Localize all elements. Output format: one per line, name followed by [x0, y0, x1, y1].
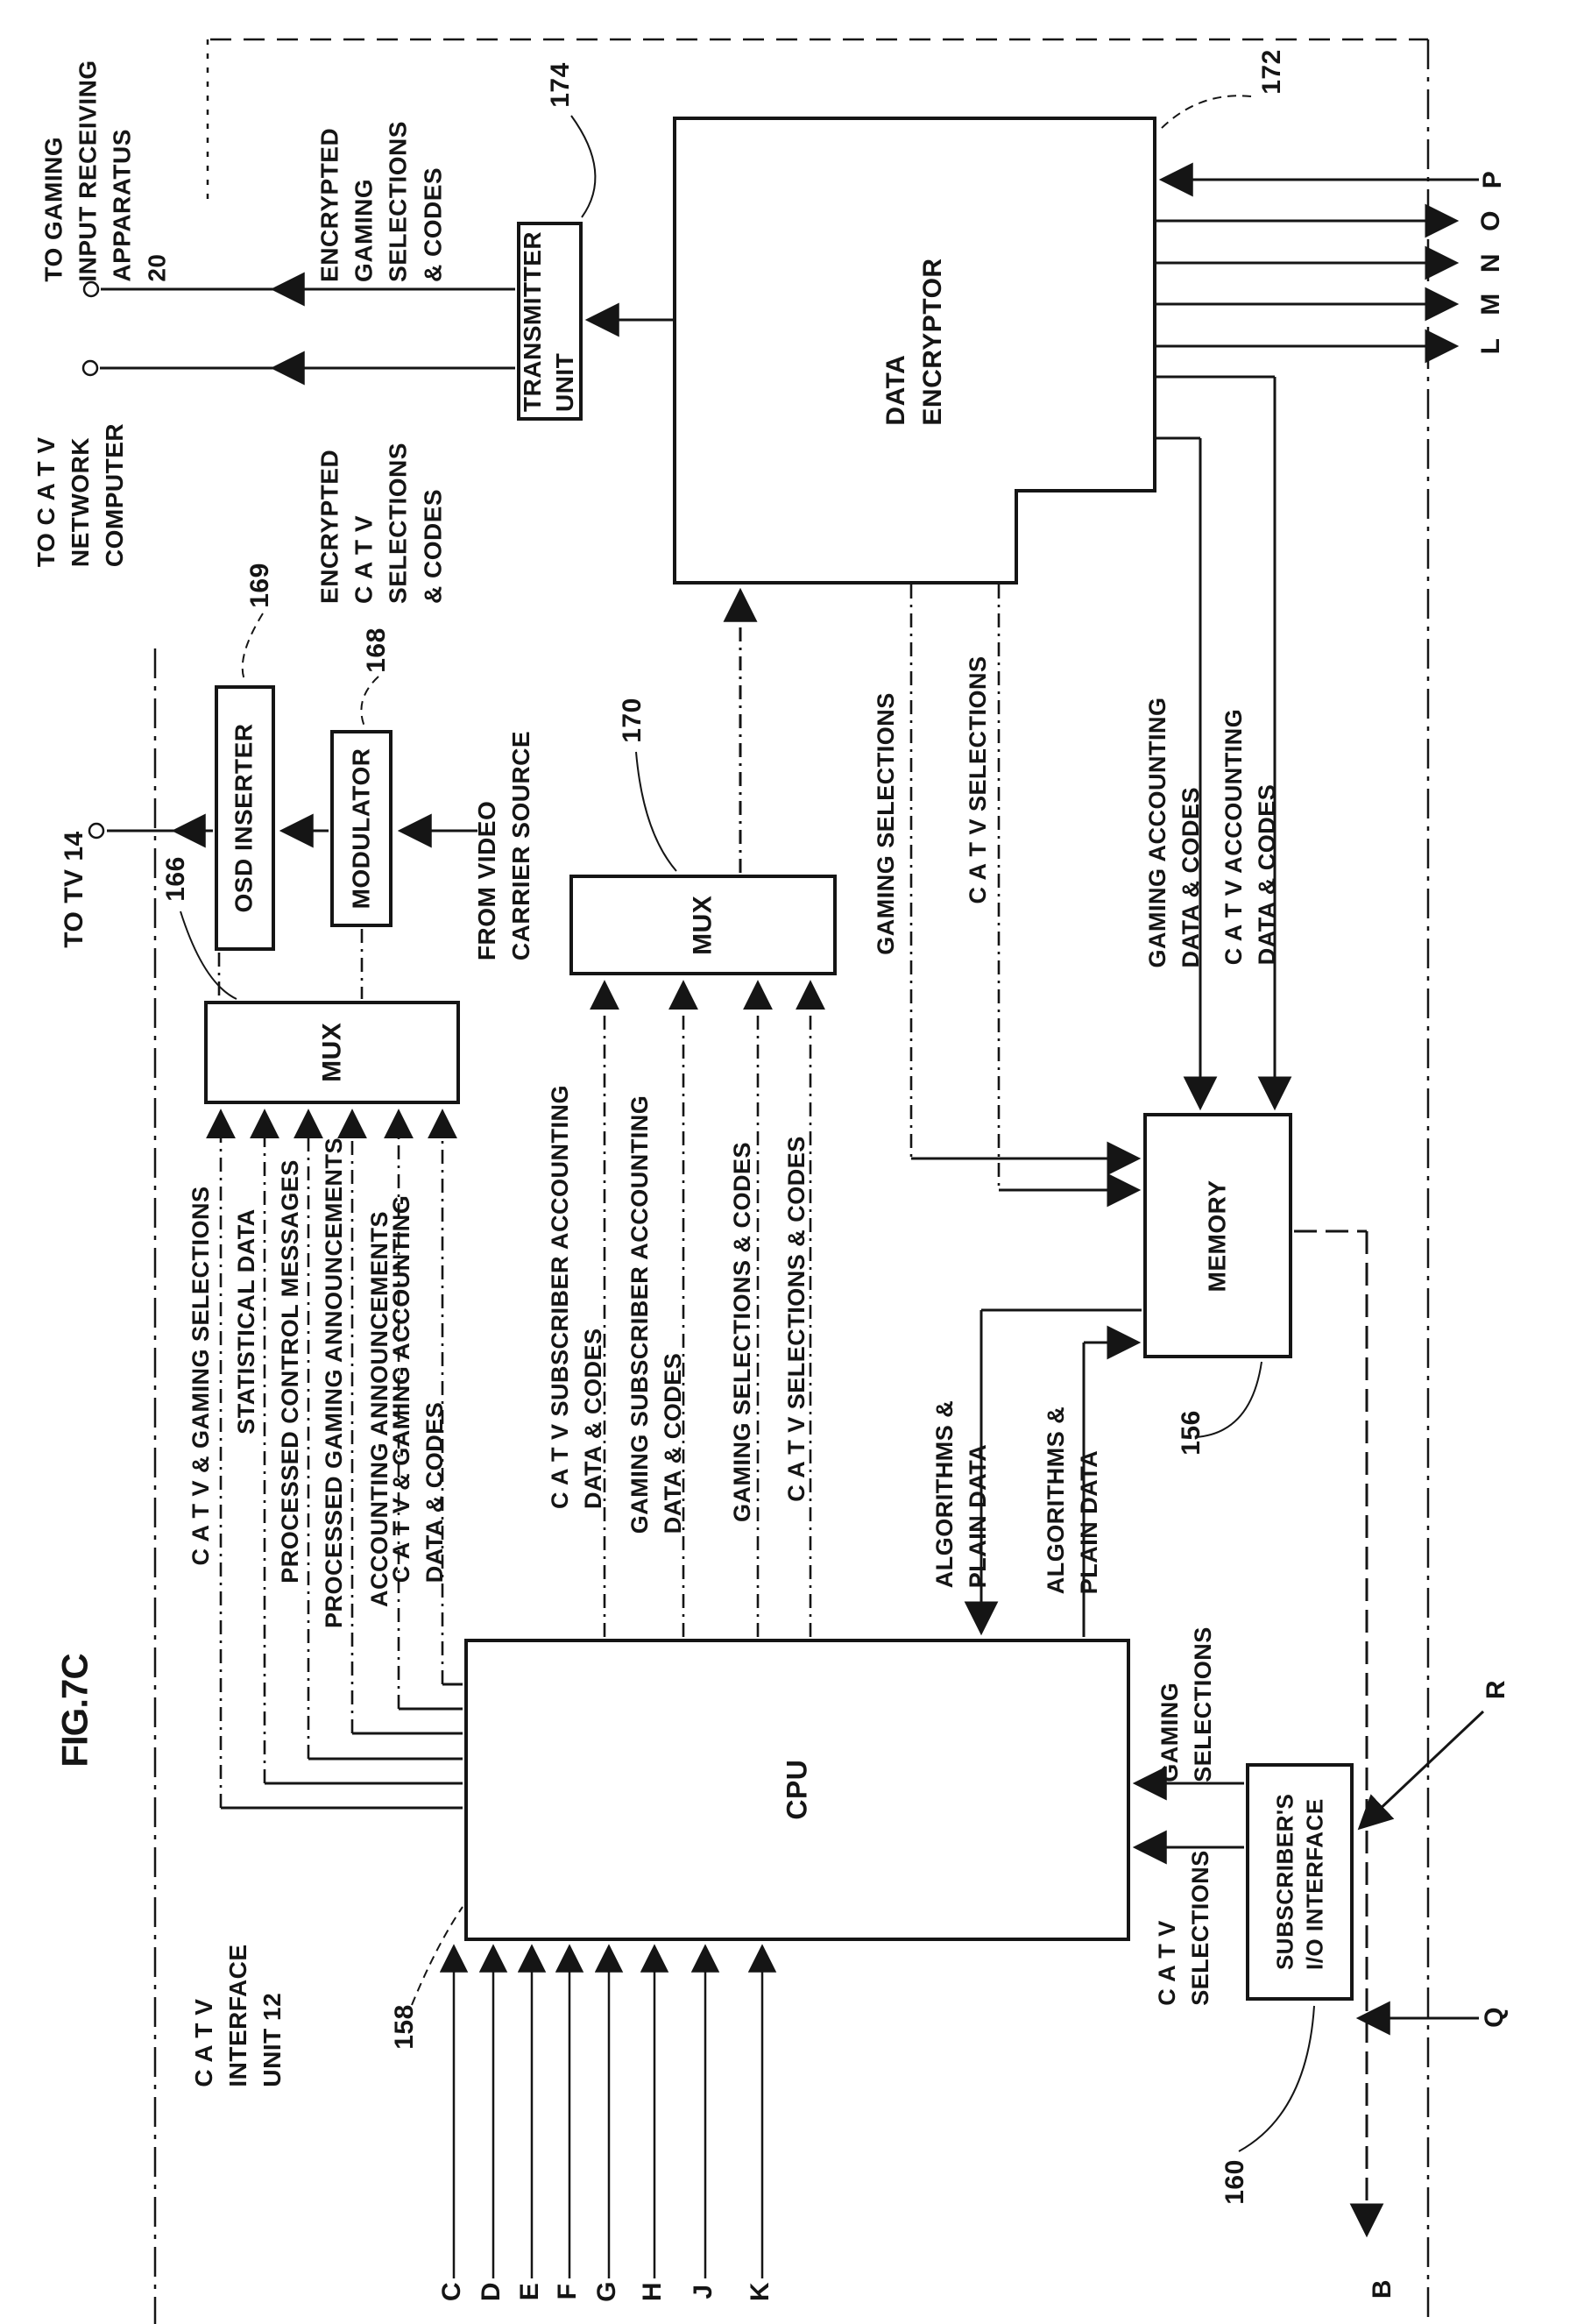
wire-processed-control: PROCESSED CONTROL MESSAGES: [277, 1159, 304, 1584]
osd-inserter-label: OSD INSERTER: [230, 723, 258, 913]
transmitter-unit-block: TRANSMITTER UNIT: [517, 222, 583, 421]
terminal-M: M: [1476, 293, 1505, 315]
ref-169: 169: [245, 563, 274, 608]
mux-encryptor-label: MUX: [688, 895, 718, 955]
ref-170: 170: [618, 698, 647, 743]
cpu-input-lines: [439, 1944, 777, 2278]
leader-lines: [180, 95, 1315, 2152]
wire-algorithms-1: ALGORITHMS & PLAIN DATA: [931, 1399, 991, 1589]
ref-166: 166: [161, 856, 190, 902]
ref-174: 174: [546, 62, 575, 108]
wire-catv-subscriber-acct: C A T V SUBSCRIBER ACCOUNTING DATA & COD…: [547, 1084, 606, 1510]
terminal-D: D: [477, 2281, 506, 2302]
terminal-L: L: [1476, 337, 1505, 355]
ref-172: 172: [1257, 49, 1286, 95]
mux-osd-block: MUX: [204, 1001, 460, 1104]
transmitter-unit-label: TRANSMITTER UNIT: [519, 230, 579, 412]
unit-boundary: [153, 38, 1430, 2324]
terminal-circles: [81, 280, 105, 840]
b-output-line: [1294, 1229, 1384, 2238]
to-gaming-apparatus: TO GAMING INPUT RECEIVING APPARATUS 20: [39, 60, 171, 282]
terminal-C: C: [437, 2281, 466, 2302]
terminal-Q: Q: [1480, 2007, 1509, 2028]
wire-gaming-sel-codes: GAMING SELECTIONS & CODES: [729, 1141, 756, 1523]
modulator-block: MODULATOR: [330, 730, 392, 927]
data-encryptor-label: DATA ENCRYPTOR: [881, 258, 947, 426]
ref-168: 168: [362, 627, 391, 673]
subscribers-io-interface-label: SUBSCRIBER'S I/O INTERFACE: [1271, 1793, 1328, 1971]
osd-inserter-block: OSD INSERTER: [215, 685, 275, 951]
wire-gaming-subscriber-acct: GAMING SUBSCRIBER ACCOUNTING DATA & CODE…: [626, 1095, 686, 1534]
wire-catv-gaming-accounting: C A T V & GAMING ACCOUNTING DATA & CODES: [388, 1194, 448, 1584]
wire-algorithms-2: ALGORITHMS & PLAIN DATA: [1043, 1406, 1102, 1595]
to-catv-network: TO C A T V NETWORK COMPUTER: [32, 422, 129, 568]
terminal-K: K: [746, 2281, 774, 2302]
terminal-B: B: [1368, 2278, 1397, 2299]
cpu-block: CPU: [464, 1639, 1130, 1941]
encrypted-gaming: ENCRYPTED GAMING SELECTIONS & CODES: [315, 121, 447, 282]
terminal-J: J: [689, 2284, 718, 2299]
memory-label: MEMORY: [1203, 1180, 1231, 1292]
wire-catv-selections-io: C A T V SELECTIONS: [1154, 1850, 1213, 2006]
terminal-E: E: [515, 2282, 544, 2301]
memory-block: MEMORY: [1143, 1113, 1292, 1358]
mux-encryptor-block: MUX: [569, 875, 837, 975]
wire-catv-gaming-selections: C A T V & GAMING SELECTIONS: [187, 1186, 215, 1566]
cpu-label: CPU: [781, 1759, 813, 1821]
wire-gaming-selections: GAMING SELECTIONS: [873, 692, 900, 955]
terminal-N: N: [1476, 252, 1505, 273]
fig-title: FIG.7C: [53, 1654, 95, 1768]
terminal-G: G: [592, 2281, 621, 2302]
wire-catv-sel-codes: C A T V SELECTIONS & CODES: [783, 1136, 810, 1502]
modulator-label: MODULATOR: [347, 748, 375, 910]
signal-wires: [100, 162, 1485, 2036]
wire-processed-gaming-ann: PROCESSED GAMING ANNOUNCEMENTS: [321, 1137, 348, 1629]
subscribers-io-interface-block: SUBSCRIBER'S I/O INTERFACE: [1246, 1763, 1354, 2001]
terminal-F: F: [553, 2283, 582, 2300]
ref-160: 160: [1220, 2159, 1249, 2205]
data-encryptor-outline: [673, 117, 1156, 585]
wire-gaming-selections-io: GAMING SELECTIONS: [1156, 1626, 1216, 1782]
wire-catv-selections: C A T V SELECTIONS: [965, 655, 992, 904]
phantom-wires: [206, 585, 1001, 1808]
ref-156: 156: [1177, 1410, 1206, 1456]
terminal-O: O: [1476, 210, 1505, 231]
encrypted-catv: ENCRYPTED C A T V SELECTIONS & CODES: [315, 443, 447, 604]
from-video: FROM VIDEO CARRIER SOURCE: [472, 730, 534, 961]
ref-158: 158: [390, 2004, 419, 2050]
mux-osd-label: MUX: [317, 1022, 347, 1083]
catv-interface-unit: C A T V INTERFACE UNIT 12: [190, 1944, 286, 2087]
wire-statistical-data: STATISTICAL DATA: [233, 1208, 260, 1435]
wire-catv-accounting: C A T V ACCOUNTING DATA & CODES: [1220, 708, 1280, 966]
terminal-R: R: [1482, 1679, 1510, 1700]
terminal-P: P: [1478, 170, 1507, 189]
to-tv: TO TV 14: [60, 831, 88, 948]
terminal-H: H: [638, 2281, 667, 2302]
wire-gaming-accounting: GAMING ACCOUNTING DATA & CODES: [1144, 697, 1204, 968]
